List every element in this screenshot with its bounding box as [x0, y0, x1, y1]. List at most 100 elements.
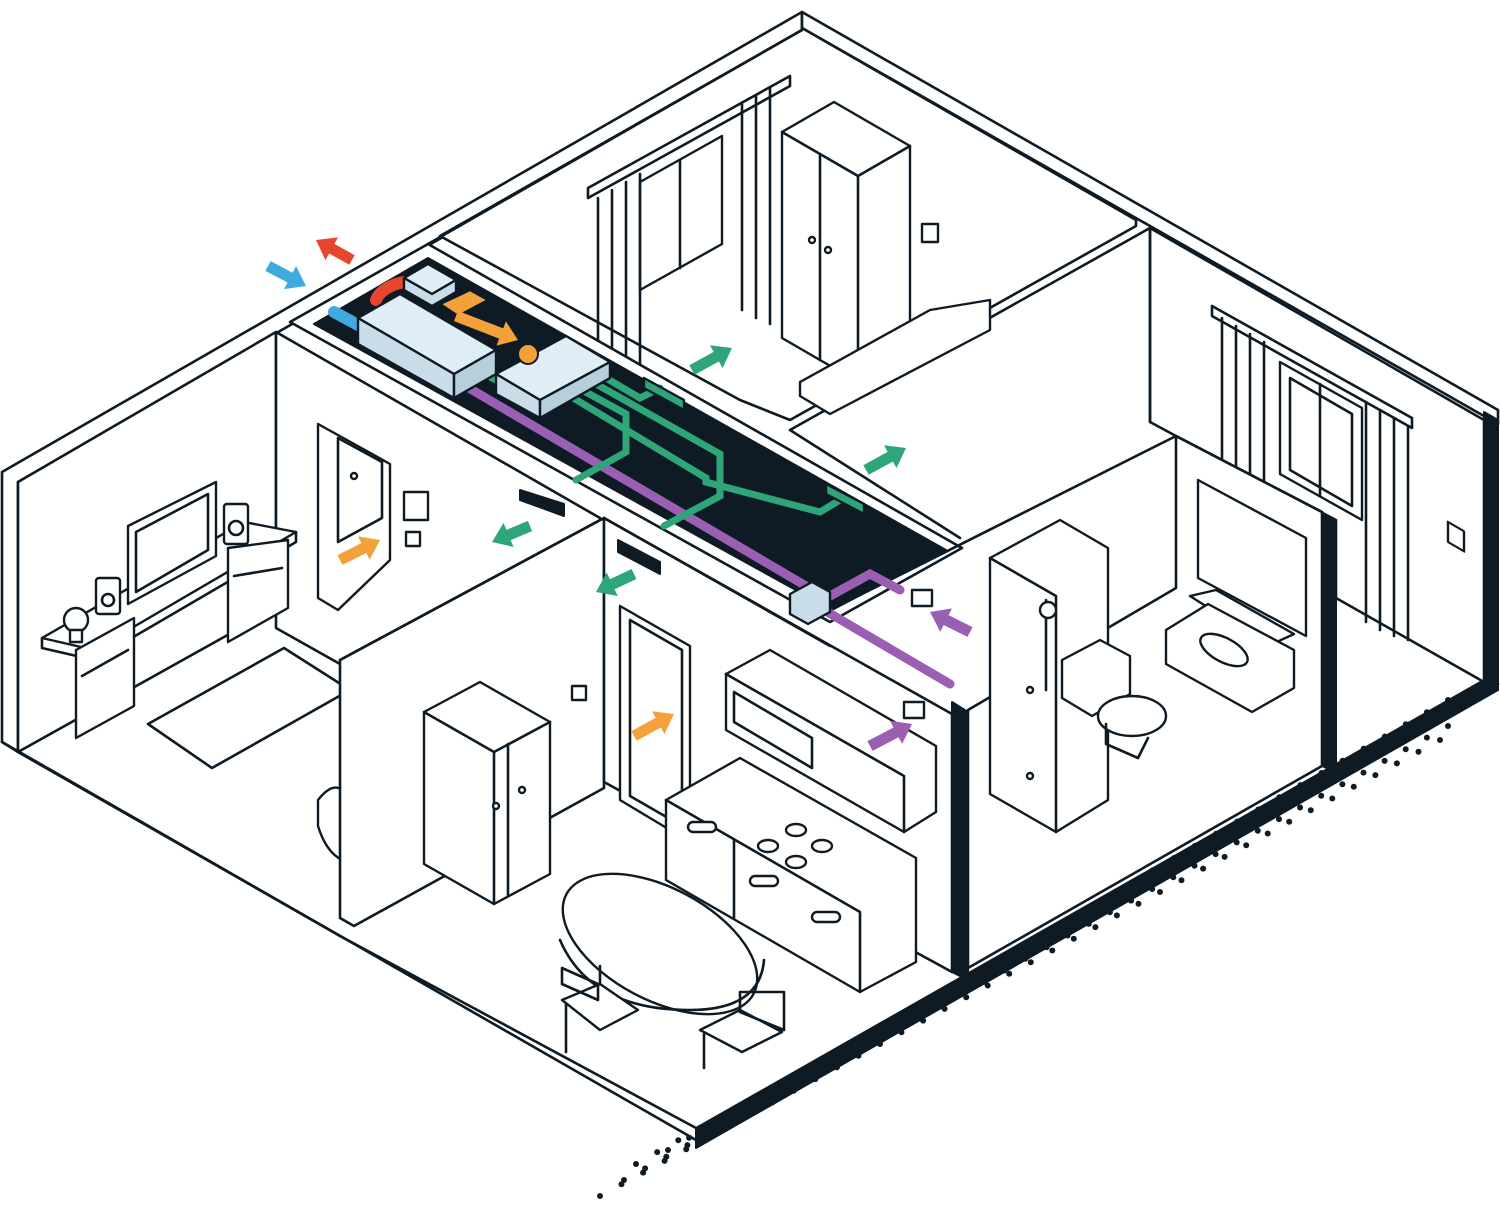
bathroom	[848, 434, 1324, 970]
shadow-dot	[1445, 723, 1451, 729]
office-chair	[316, 786, 344, 862]
wardrobe-knob-right	[823, 245, 833, 255]
monitor-screen	[134, 492, 210, 594]
kitchen-wardrobe-knob	[491, 801, 501, 811]
shadow-dot	[633, 1161, 639, 1167]
speaker-left-icon	[94, 576, 122, 616]
ductwork	[328, 276, 955, 689]
kitchen-wardrobe	[422, 680, 552, 906]
supply-duct-2	[572, 386, 630, 484]
distribution-box-side	[538, 360, 612, 420]
shadow-dot	[665, 1147, 671, 1153]
bedroom-curtain-left	[596, 172, 642, 386]
shadow-dot	[1437, 737, 1443, 743]
shadow-dot	[1135, 900, 1142, 907]
speaker-right-cone	[227, 519, 245, 537]
shadow-dot	[1200, 865, 1207, 872]
house-shell	[0, 10, 1500, 1149]
bedroom-wall-left-top	[426, 28, 804, 246]
kitchen-supply-grille	[617, 539, 661, 575]
counter-front	[664, 798, 862, 994]
shadow-dot	[1243, 842, 1250, 849]
burner-2-icon	[784, 822, 808, 838]
kitchen-right-wall-cut	[951, 701, 969, 981]
shadow-dot	[1393, 760, 1400, 767]
extract-box	[788, 580, 832, 626]
burner-1-icon	[756, 838, 780, 854]
outdoor-exhaust-arrow-icon	[316, 237, 355, 265]
transfer-kitchen-door-arrow-icon	[631, 711, 674, 741]
shadow-dot	[1276, 816, 1282, 823]
shower-enclosure	[988, 518, 1110, 834]
speaker-left-cone	[100, 592, 116, 608]
shadow-dot	[1286, 818, 1293, 825]
bathroom-mirror	[1196, 478, 1308, 638]
office-monitor	[126, 480, 218, 606]
bedroom	[426, 26, 1138, 422]
shadow-dot	[1360, 769, 1367, 776]
drawer-handle-1	[686, 820, 718, 834]
extract-duct-branch	[825, 568, 905, 601]
chair-left-back	[560, 966, 600, 1002]
heat-recovery-core-icon	[438, 288, 490, 318]
shadow-dot	[1350, 783, 1357, 790]
outdoor-intake-arrow-icon	[265, 261, 306, 290]
dining-table	[561, 872, 759, 1016]
toilet-base	[1104, 722, 1150, 760]
shadow-dot	[1381, 757, 1388, 764]
shadow-dot	[1264, 830, 1271, 837]
burner-4-icon	[810, 838, 834, 854]
bedroom-curtain-right	[740, 86, 772, 326]
bedroom-curtain-rod	[586, 74, 792, 200]
shadow-dot	[642, 1165, 649, 1172]
supply-plenum-upper	[642, 376, 686, 412]
master-light-switch	[1446, 520, 1466, 553]
shadow-dot	[684, 1142, 691, 1149]
toilet-tank	[1060, 638, 1132, 718]
sink-basin	[1199, 632, 1249, 668]
supply-office-arrow-icon	[492, 520, 533, 547]
speaker-right-icon	[222, 502, 250, 546]
office	[16, 330, 602, 862]
shadow-dot	[1070, 935, 1077, 942]
kitchen-counter	[664, 756, 918, 994]
outdoor-intake-duct	[328, 306, 366, 332]
airflow-arrows	[265, 237, 973, 751]
upper-cabinet-doors	[732, 690, 814, 770]
master-window-inner	[1288, 376, 1354, 508]
burner-3-icon	[784, 854, 808, 870]
drawer-lines-right	[232, 566, 284, 578]
curtain-left	[1220, 316, 1266, 582]
kitchen-switch	[570, 684, 588, 702]
wardrobe-top	[856, 144, 912, 178]
upper-cabinet-front	[724, 672, 906, 834]
shadow-dot	[1113, 912, 1120, 919]
shadow-dot	[1049, 947, 1056, 954]
supply-plenum-lower	[824, 482, 866, 516]
wardrobe-knob-left	[807, 235, 817, 245]
shadow-dot	[984, 982, 991, 989]
inner-floor-line-back	[338, 934, 698, 1130]
master-floor-back	[788, 428, 962, 540]
office-floor-rug	[146, 646, 352, 770]
shower-knob	[1025, 685, 1035, 695]
shadow-dot	[1307, 807, 1314, 814]
shadow-dot	[1372, 772, 1379, 779]
right-wall-cut	[1483, 411, 1499, 691]
supply-bedroom-right-arrow-icon	[689, 345, 732, 375]
upper-cabinets	[724, 648, 938, 834]
outdoor-exhaust-duct	[370, 276, 410, 306]
shadow-dot	[1178, 877, 1185, 884]
filter-box	[402, 276, 458, 308]
office-switch	[404, 530, 422, 548]
shower-head-icon	[1038, 600, 1058, 620]
office-drawers-right	[226, 538, 290, 644]
office-supply-grille	[519, 489, 565, 517]
shower-front	[988, 556, 1058, 834]
chair-right-back	[738, 990, 786, 1032]
bathroom-top-edge	[848, 434, 1324, 602]
shadow-dot	[1221, 853, 1228, 860]
office-drawers-left	[74, 616, 136, 740]
shower-drain-icon	[1025, 771, 1035, 781]
supply-duct-1	[566, 392, 844, 516]
